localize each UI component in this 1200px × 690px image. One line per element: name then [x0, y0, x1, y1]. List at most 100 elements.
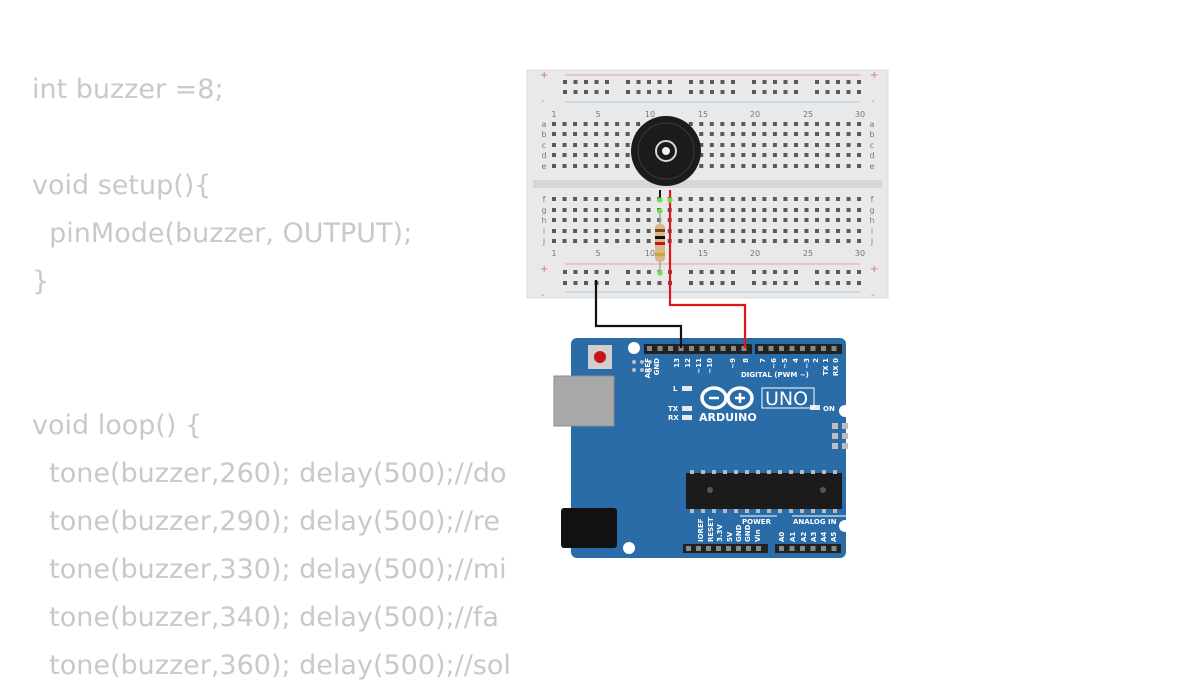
breadboard-hole — [783, 229, 788, 233]
header-pin-hole — [746, 546, 751, 551]
header-pin-hole — [831, 546, 837, 551]
pin-label: GND — [744, 524, 752, 542]
wire-gnd[interactable] — [594, 280, 683, 348]
breadboard-holes — [552, 80, 862, 285]
breadboard-hole — [604, 218, 609, 222]
breadboard-hole — [825, 229, 830, 233]
column-number: 30 — [855, 249, 865, 258]
buzzer-ring — [637, 122, 695, 180]
chip-pin — [822, 509, 826, 513]
breadboard-hole — [720, 218, 725, 222]
breadboard-hole — [846, 132, 851, 136]
breadboard-hole — [762, 239, 767, 243]
breadboard-hole — [573, 164, 578, 168]
rail-hole — [815, 270, 819, 274]
breadboard-hole — [804, 132, 809, 136]
breadboard-hole — [625, 229, 630, 233]
arduino-logo-icon — [700, 386, 754, 410]
breadboard-hole — [583, 164, 588, 168]
chip-dot — [820, 487, 826, 493]
header-pin-hole — [779, 546, 784, 551]
breadboard-hole — [709, 218, 714, 222]
header-pin-hole — [768, 346, 774, 351]
header-pin-hole — [810, 346, 816, 351]
breadboard-hole — [615, 122, 620, 126]
breadboard-hole — [573, 153, 578, 157]
breadboard-hole — [709, 197, 714, 201]
column-number: 30 — [855, 110, 865, 119]
chip-pin — [701, 509, 705, 513]
chip-pin — [767, 470, 771, 474]
rail-hole — [773, 281, 777, 285]
header-pin-hole — [720, 346, 726, 351]
rail-hole — [594, 80, 599, 84]
row-letter: a — [542, 120, 547, 129]
row-letter: b — [541, 130, 546, 139]
rail-plus-label: + — [870, 70, 878, 81]
breadboard-hole — [836, 132, 841, 136]
breadboard-hole — [751, 153, 756, 157]
pin-label: ~5 — [781, 358, 789, 369]
resistor[interactable] — [655, 212, 665, 272]
rail-plus-label: + — [870, 264, 878, 275]
reset-button-cap[interactable] — [594, 351, 606, 363]
chip-pin — [734, 470, 738, 474]
rail-hole — [573, 281, 578, 285]
breadboard-hole — [720, 164, 725, 168]
rail-hole — [605, 281, 609, 285]
column-number: 25 — [803, 249, 813, 258]
breadboard-hole — [646, 239, 651, 243]
rail-hole — [573, 270, 578, 274]
code-line: } — [32, 266, 50, 297]
rail-hole — [773, 270, 777, 274]
column-number: 5 — [595, 110, 600, 119]
breadboard-hole — [793, 122, 798, 126]
rail-hole — [605, 90, 609, 94]
breadboard-hole — [836, 197, 841, 201]
breadboard-hole — [583, 153, 588, 157]
breadboard-hole — [594, 218, 599, 222]
resistor-band-brown — [655, 229, 665, 232]
breadboard-hole — [772, 122, 777, 126]
rail-hole — [794, 90, 798, 94]
header-pin-hole — [657, 346, 663, 351]
breadboard-hole — [625, 218, 630, 222]
rail-hole — [752, 281, 756, 285]
breadboard-hole — [583, 239, 588, 243]
column-number: 10 — [645, 110, 655, 119]
breadboard-hole — [804, 164, 809, 168]
chip-pin — [745, 509, 749, 513]
breadboard-hole — [772, 218, 777, 222]
breadboard-hole — [552, 122, 556, 126]
rail-hole — [689, 281, 693, 285]
breadboard-hole — [804, 239, 809, 243]
breadboard-hole — [720, 132, 725, 136]
breadboard-hole — [552, 132, 556, 136]
rail-hole — [657, 80, 662, 84]
piezo-buzzer-icon[interactable] — [631, 116, 701, 186]
breadboard-hole — [720, 239, 725, 243]
chip-pin — [734, 509, 738, 513]
breadboard-hole — [730, 208, 735, 212]
header-pin-hole — [800, 546, 805, 551]
breadboard-hole — [783, 239, 788, 243]
rail-hole — [573, 90, 578, 94]
breadboard-hole — [604, 143, 609, 147]
rail-hole — [689, 90, 693, 94]
rail-hole — [699, 281, 704, 285]
breadboard-hole — [751, 164, 756, 168]
resistor-band-red — [655, 242, 665, 245]
pin-label: Vin — [754, 529, 762, 542]
breadboard-hole — [573, 218, 578, 222]
rail-hole — [647, 90, 651, 94]
column-number: 25 — [803, 110, 813, 119]
wire-signal-pin8[interactable] — [668, 190, 747, 348]
icsp-header-right — [832, 423, 848, 449]
rail-hole — [636, 270, 641, 274]
column-number: 1 — [551, 249, 556, 258]
rail-hole — [647, 281, 651, 285]
header-pin-hole — [686, 546, 691, 551]
rail-hole — [720, 80, 725, 84]
breadboard-hole — [583, 218, 588, 222]
breadboard-hole — [804, 229, 809, 233]
